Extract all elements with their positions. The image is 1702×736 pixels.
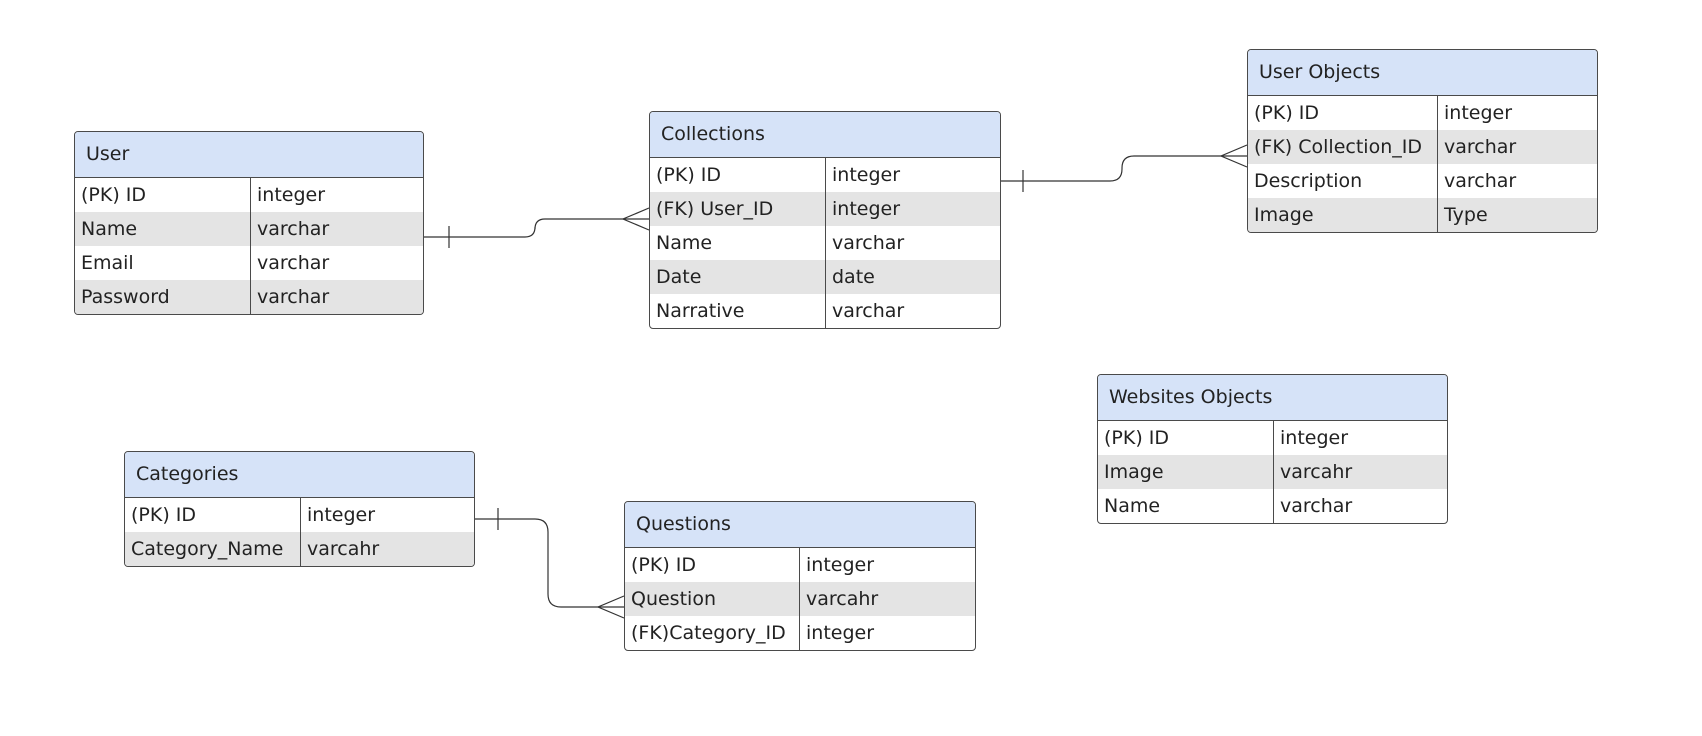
field-name: Name (650, 226, 826, 260)
entity-row: (PK) ID integer (625, 548, 975, 582)
field-name: (PK) ID (625, 548, 800, 582)
field-type: varchar (1444, 170, 1517, 192)
field-name: Email (75, 246, 251, 280)
field-type: integer (307, 504, 376, 526)
entity-title: Categories (125, 452, 474, 498)
entity-websites-objects[interactable]: Websites Objects (PK) ID integer Image v… (1097, 374, 1448, 524)
field-type: varchar (832, 232, 905, 254)
field-name: Name (75, 212, 251, 246)
entity-row: (FK) User_ID integer (650, 192, 1000, 226)
field-type: varchar (257, 286, 330, 308)
many-marker (621, 207, 650, 231)
relationship-categories-questions[interactable] (473, 508, 625, 619)
entity-collections[interactable]: Collections (PK) ID integer (FK) User_ID… (649, 111, 1001, 329)
field-type: varcahr (806, 588, 879, 610)
entity-questions[interactable]: Questions (PK) ID integer Question varca… (624, 501, 976, 651)
field-name: Question (625, 582, 800, 616)
field-type: integer (832, 164, 901, 186)
field-name: (PK) ID (125, 498, 301, 532)
field-name: Image (1098, 455, 1274, 489)
entity-categories[interactable]: Categories (PK) ID integer Category_Name… (124, 451, 475, 567)
entity-title: Collections (650, 112, 1000, 158)
entity-row: (PK) ID integer (650, 158, 1000, 192)
field-type: integer (806, 622, 875, 644)
entity-user-objects[interactable]: User Objects (PK) ID integer (FK) Collec… (1247, 49, 1598, 233)
field-type: varcahr (1280, 461, 1353, 483)
entity-row: (FK) Collection_ID varchar (1248, 130, 1597, 164)
entity-row: Image varcahr (1098, 455, 1447, 489)
field-type: date (832, 266, 875, 288)
field-name: (FK)Category_ID (625, 616, 800, 650)
entity-row: Category_Name varcahr (125, 532, 474, 566)
field-name: (FK) Collection_ID (1248, 130, 1438, 164)
many-marker (1219, 144, 1248, 168)
field-type: varchar (257, 218, 330, 240)
entity-row: Password varchar (75, 280, 423, 314)
connector-line (998, 155, 1247, 182)
field-name: Description (1248, 164, 1438, 198)
entity-row: Date date (650, 260, 1000, 294)
field-type: integer (806, 554, 875, 576)
field-type: integer (257, 184, 326, 206)
relationship-user-collections[interactable] (424, 207, 650, 248)
entity-user[interactable]: User (PK) ID integer Name varchar Email … (74, 131, 424, 315)
connector-line (424, 218, 649, 238)
field-type: integer (1444, 102, 1513, 124)
entity-row: Name varchar (650, 226, 1000, 260)
entity-row: (PK) ID integer (1248, 96, 1597, 130)
field-name: (PK) ID (1098, 421, 1274, 455)
field-name: (PK) ID (75, 178, 251, 212)
entity-row: Narrative varchar (650, 294, 1000, 328)
entity-row: (PK) ID integer (125, 498, 474, 532)
entity-row: Name varchar (1098, 489, 1447, 523)
entity-row: Image Type (1248, 198, 1597, 232)
entity-title: Websites Objects (1098, 375, 1447, 421)
field-name: (PK) ID (1248, 96, 1438, 130)
field-type: integer (832, 198, 901, 220)
entity-row: (PK) ID integer (75, 178, 423, 212)
entity-row: Question varcahr (625, 582, 975, 616)
field-name: (PK) ID (650, 158, 826, 192)
field-type: varchar (257, 252, 330, 274)
field-type: integer (1280, 427, 1349, 449)
relationship-collections-user-objects[interactable] (998, 144, 1248, 192)
entity-row: Description varchar (1248, 164, 1597, 198)
field-name: Name (1098, 489, 1274, 523)
entity-title: User (75, 132, 423, 178)
field-name: Date (650, 260, 826, 294)
field-name: Category_Name (125, 532, 301, 566)
many-marker (596, 595, 625, 619)
field-name: Password (75, 280, 251, 314)
entity-row: (FK)Category_ID integer (625, 616, 975, 650)
field-type: varchar (832, 300, 905, 322)
field-type: varcahr (307, 538, 380, 560)
field-type: varchar (1444, 136, 1517, 158)
entity-row: Name varchar (75, 212, 423, 246)
connector-line (473, 518, 624, 608)
entity-title: User Objects (1248, 50, 1597, 96)
field-type: Type (1444, 204, 1488, 226)
field-name: (FK) User_ID (650, 192, 826, 226)
entity-row: (PK) ID integer (1098, 421, 1447, 455)
entity-row: Email varchar (75, 246, 423, 280)
field-name: Image (1248, 198, 1438, 232)
field-name: Narrative (650, 294, 826, 328)
field-type: varchar (1280, 495, 1353, 517)
entity-title: Questions (625, 502, 975, 548)
